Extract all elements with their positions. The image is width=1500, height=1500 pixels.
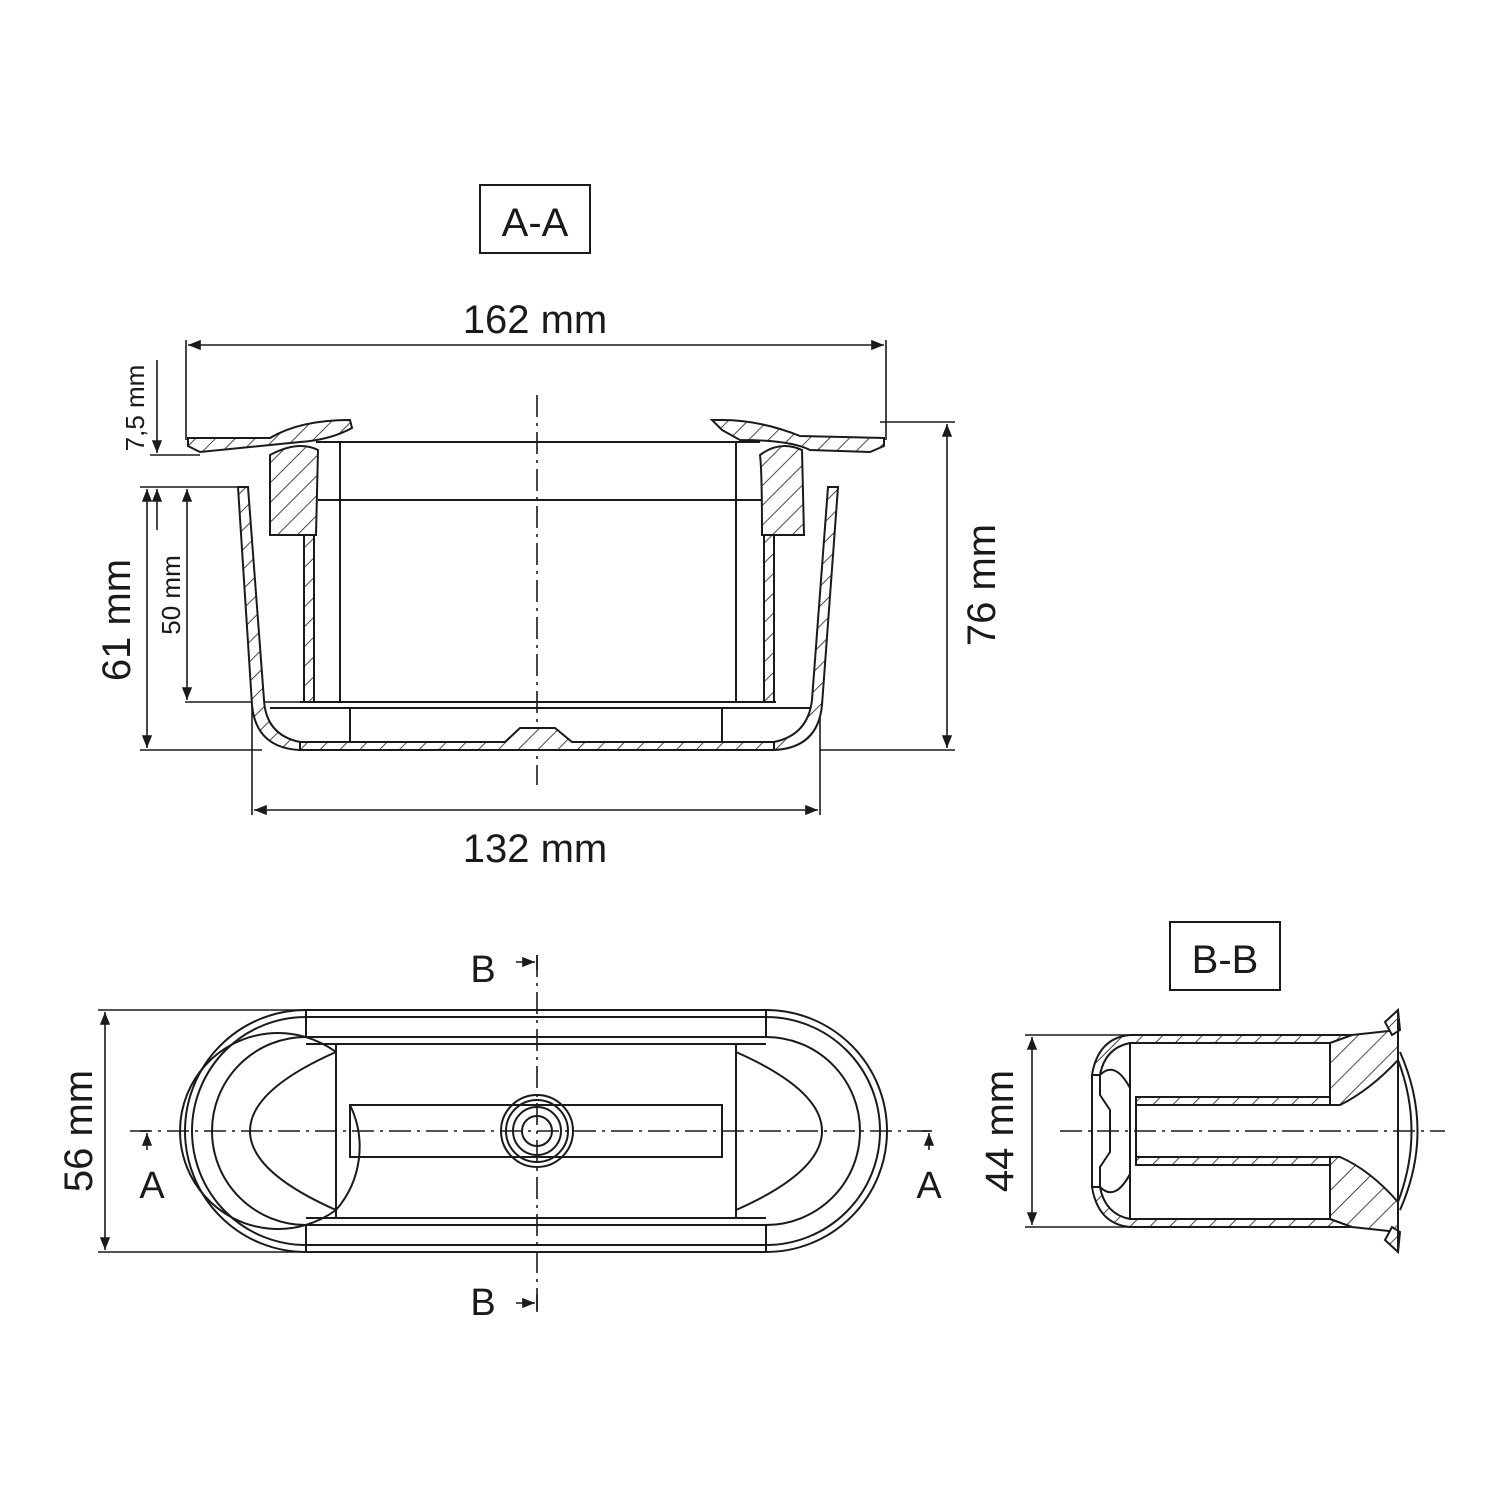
dim-61-label: 61 mm (95, 559, 139, 681)
plan-view (98, 955, 935, 1312)
dim-7-5-label: 7,5 mm (120, 365, 150, 452)
dim-56-label: 56 mm (57, 1070, 101, 1192)
section-b-label-bottom: B (470, 1282, 495, 1324)
section-b-label-top: B (470, 949, 495, 991)
left-inner-ring (269, 445, 320, 536)
section-bb-title-box (1169, 921, 1281, 991)
section-aa-title: A-A (502, 201, 569, 245)
section-aa-view (140, 184, 955, 816)
left-rim-flange (187, 418, 354, 454)
bb-flare-top (1329, 1028, 1399, 1106)
bottom-floor (299, 727, 775, 751)
bb-flare-bottom (1329, 1156, 1399, 1234)
section-bb-title: B-B (1192, 938, 1259, 982)
dim-132-label: 132 mm (463, 827, 608, 871)
right-rim-flange (709, 419, 885, 454)
section-aa-title-box (479, 184, 591, 254)
section-a-label-right: A (916, 1165, 942, 1207)
dim-162-label: 162 mm (463, 298, 608, 342)
section-bb-view (1025, 921, 1445, 1255)
section-a-label-left: A (139, 1165, 165, 1207)
dim-44-label: 44 mm (978, 1070, 1022, 1192)
dim-76-label: 76 mm (960, 524, 1004, 646)
right-inner-ring (758, 445, 806, 536)
dim-50-label: 50 mm (156, 555, 186, 634)
